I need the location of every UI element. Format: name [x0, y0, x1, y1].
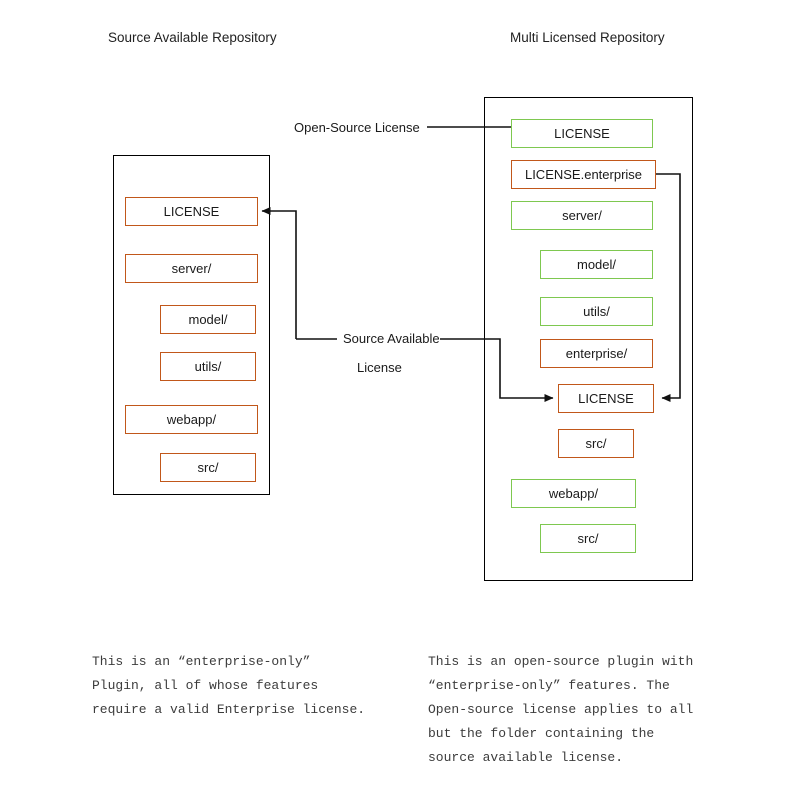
- node-label: webapp/: [166, 412, 217, 427]
- node-label: LICENSE: [578, 391, 634, 406]
- label-source-available-line1: Source Available: [343, 331, 440, 346]
- left-caption: This is an “enter​prise-only” Plugin, al…: [92, 654, 366, 717]
- node-label: src/: [585, 436, 607, 451]
- right-node-enterprise-license[interactable]: LICENSE: [558, 384, 654, 413]
- right-caption: This is an open-source plugin with “ente…: [428, 654, 694, 765]
- right-node-webapp[interactable]: webapp/: [511, 479, 636, 508]
- left-node-server[interactable]: server/: [125, 254, 258, 283]
- node-label: utils/: [194, 359, 222, 374]
- right-node-enterprise-src[interactable]: src/: [558, 429, 634, 458]
- left-node-webapp[interactable]: webapp/: [125, 405, 258, 434]
- node-label: server/: [171, 261, 212, 276]
- node-label: enterprise/: [565, 346, 628, 361]
- right-repo-title: Multi Licensed Repository: [510, 30, 665, 45]
- node-label: server/: [562, 208, 602, 223]
- left-node-utils[interactable]: utils/: [160, 352, 256, 381]
- node-label: webapp/: [548, 486, 599, 501]
- node-label: LICENSE.enterprise: [524, 167, 643, 182]
- right-node-enterprise[interactable]: enterprise/: [540, 339, 653, 368]
- left-node-model[interactable]: model/: [160, 305, 256, 334]
- right-node-server[interactable]: server/: [511, 201, 653, 230]
- label-open-source-license: Open-Source License: [294, 120, 420, 135]
- right-node-license-enterprise[interactable]: LICENSE.enterprise: [511, 160, 656, 189]
- node-label: LICENSE: [554, 126, 610, 141]
- node-label: model/: [188, 312, 228, 327]
- node-label: LICENSE: [163, 204, 220, 219]
- right-node-license[interactable]: LICENSE: [511, 119, 653, 148]
- node-label: src/: [197, 460, 219, 475]
- right-node-utils[interactable]: utils/: [540, 297, 653, 326]
- left-node-license[interactable]: LICENSE: [125, 197, 258, 226]
- node-label: model/: [576, 257, 617, 272]
- left-repo-title: Source Available Repository: [108, 30, 277, 45]
- node-label: utils/: [583, 304, 610, 319]
- left-node-src[interactable]: src/: [160, 453, 256, 482]
- right-node-webapp-src[interactable]: src/: [540, 524, 636, 553]
- right-node-model[interactable]: model/: [540, 250, 653, 279]
- label-source-available-line2: License: [357, 360, 402, 375]
- node-label: src/: [577, 531, 599, 546]
